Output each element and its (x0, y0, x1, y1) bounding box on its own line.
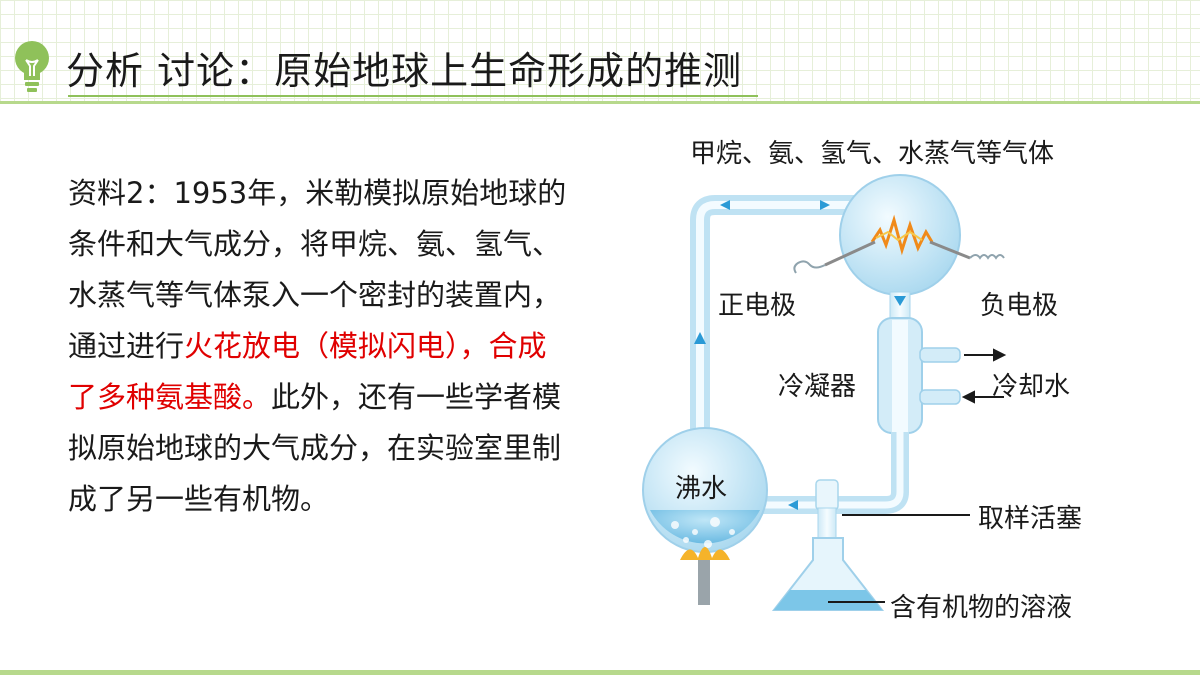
footer-divider (0, 670, 1200, 675)
page-title: 分析 讨论：原始地球上生命形成的推测 (66, 49, 743, 93)
highlighted-text: 火花放电（模拟闪电），合成了多种氨基酸。 (68, 329, 547, 414)
negative-electrode-label: 负电极 (980, 291, 1059, 321)
boiling-water-label: 沸水 (675, 474, 728, 504)
lightbulb-icon (15, 41, 49, 92)
header-divider (0, 101, 1200, 104)
burner (698, 560, 710, 605)
flow-arrows (694, 200, 906, 510)
spark-flask (839, 174, 961, 296)
condenser-label: 冷凝器 (778, 372, 857, 402)
cooling-water-label: 冷却水 (992, 372, 1071, 402)
positive-electrode-label: 正电极 (718, 291, 797, 321)
material-paragraph: 资料2：1953年，米勒模拟原始地球的条件和大气成分，将甲烷、氨、氢气、水蒸气等… (68, 168, 568, 525)
paragraph-text-continued: 此外，还有一些学者模拟原始地球的大气成分，在实验室里制成了另一些有机物。 (68, 380, 562, 516)
header-grid-background (0, 0, 1200, 103)
cooling-arrows (961, 348, 1007, 404)
gases-label: 甲烷、氨、氢气、水蒸气等气体 (690, 139, 1055, 169)
paragraph-text: 资料2：1953年，米勒模拟原始地球的条件和大气成分，将甲烷、氨、氢气、水蒸气等… (68, 176, 567, 363)
miller-experiment-diagram: 甲烷、氨、氢气、水蒸气等气体 正电极 负电极 冷凝器 冷却水 沸水 取样活塞 含… (620, 120, 1180, 623)
apparatus-illustration (642, 174, 1007, 611)
negative-electrode-wire (929, 240, 971, 260)
sampling-valve (815, 479, 839, 511)
title-underline (68, 95, 758, 97)
sampling-valve-label: 取样活塞 (978, 504, 1083, 534)
burner-flame (680, 547, 730, 560)
left-tube (690, 195, 865, 460)
organic-solution-label: 含有机物的溶液 (890, 593, 1073, 623)
positive-electrode-wire (824, 240, 876, 267)
